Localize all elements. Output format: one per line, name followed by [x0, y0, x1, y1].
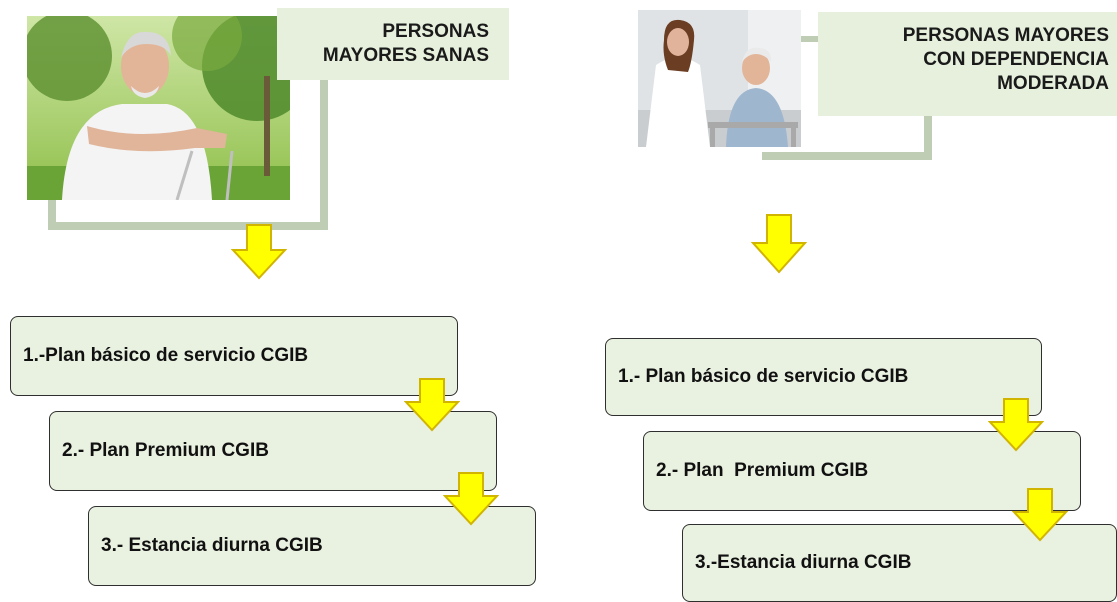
left-photo — [27, 16, 290, 200]
down-arrow-icon — [1012, 488, 1068, 542]
right-title-line1: PERSONAS MAYORES — [902, 25, 1109, 46]
left-step-2-label: 2.- Plan Premium CGIB — [62, 440, 269, 461]
right-step-2: 2.- Plan Premium CGIB — [643, 431, 1081, 511]
left-step-1-label: 1.-Plan básico de servicio CGIB — [23, 345, 309, 366]
right-group-title: PERSONAS MAYORES CON DEPENDENCIA MODERAD… — [818, 12, 1117, 116]
right-step-2-label: 2.- Plan Premium CGIB — [656, 460, 869, 481]
right-photo-frame — [762, 104, 932, 160]
right-step-1: 1.- Plan básico de servicio CGIB — [605, 338, 1042, 416]
right-title-line2: CON DEPENDENCIA — [923, 49, 1109, 70]
right-step-3: 3.-Estancia diurna CGIB — [682, 524, 1117, 602]
left-group-title: PERSONAS MAYORES SANAS — [277, 8, 509, 80]
down-arrow-icon — [988, 398, 1044, 452]
left-title-line1: PERSONAS — [382, 21, 489, 42]
down-arrow-icon — [443, 472, 499, 526]
right-photo — [638, 10, 801, 147]
left-step-3-label: 3.- Estancia diurna CGIB — [101, 535, 323, 556]
left-step-2: 2.- Plan Premium CGIB — [49, 411, 497, 491]
down-arrow-icon — [404, 378, 460, 432]
right-title-line3: MODERADA — [997, 73, 1109, 94]
left-step-3: 3.- Estancia diurna CGIB — [88, 506, 536, 586]
right-photo-connector — [800, 36, 820, 42]
left-title-line2: MAYORES SANAS — [322, 45, 489, 66]
left-step-1: 1.-Plan básico de servicio CGIB — [10, 316, 458, 396]
right-step-3-label: 3.-Estancia diurna CGIB — [695, 552, 912, 573]
down-arrow-icon — [751, 214, 807, 274]
down-arrow-icon — [231, 224, 287, 280]
right-step-1-label: 1.- Plan básico de servicio CGIB — [618, 366, 909, 387]
